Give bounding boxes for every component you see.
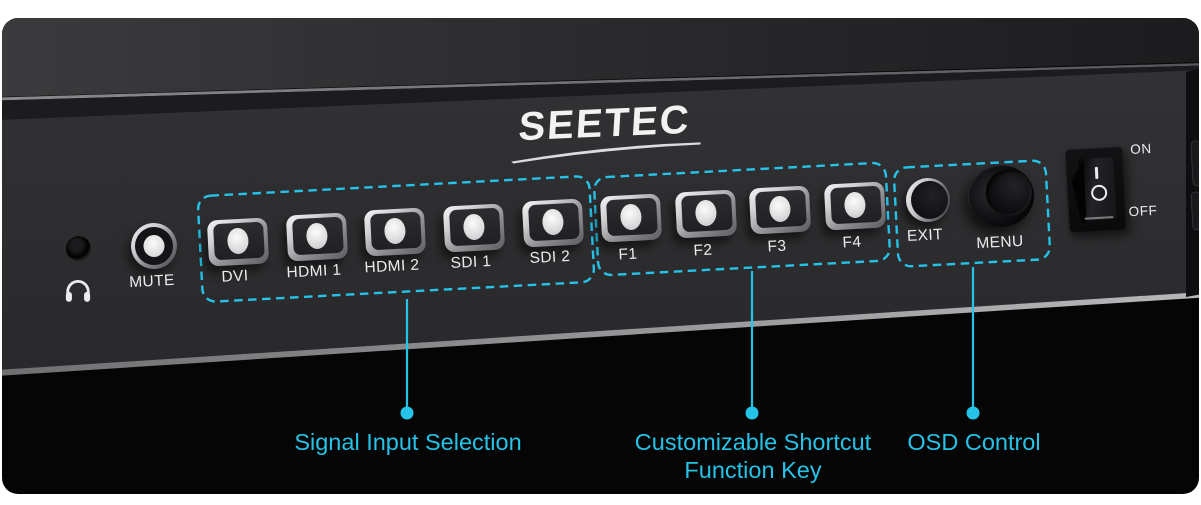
signal-callout-dot [400, 406, 414, 420]
function-button-label: F1 [618, 245, 638, 264]
signal-button-sdi-1[interactable] [442, 203, 506, 253]
signal-button-label: SDI 2 [528, 247, 571, 267]
function-button-f3[interactable] [749, 185, 812, 235]
headphone-jack[interactable] [66, 236, 91, 261]
signal-button-hdmi-2[interactable] [364, 207, 427, 257]
osd-control-annotation: OSD Control [907, 429, 1041, 455]
signal-button-label: HDMI 1 [285, 261, 342, 282]
monitor-top-surface [2, 18, 1199, 97]
top-chamfer [2, 65, 1199, 120]
function-key-annotation-line2: Function Key [684, 457, 822, 483]
signal-button-dvi[interactable] [206, 217, 270, 267]
product-photo: SEETEC MUTE EXIT MENU ON OFF [2, 18, 1199, 494]
signal-button-hdmi-1[interactable] [285, 212, 348, 262]
function-button-label: F3 [767, 237, 788, 256]
side-port-slot [1190, 191, 1199, 231]
bottom-edge-highlight [2, 292, 1199, 376]
osd-callout-dot [966, 406, 980, 420]
function-key-group-outline [593, 161, 891, 277]
osd-control-group-outline [892, 159, 1051, 268]
function-button-f4[interactable] [823, 181, 887, 231]
function-button-label: F4 [842, 233, 862, 252]
function-key-annotation-line1: Customizable Shortcut [634, 429, 872, 455]
function-button-f2[interactable] [674, 189, 737, 239]
function-callout-dot [745, 406, 759, 420]
signal-input-group-outline [196, 175, 596, 303]
side-port-slot [1190, 140, 1199, 187]
function-button-label: F2 [692, 241, 713, 260]
function-button-f1[interactable] [599, 193, 663, 243]
signal-button-label: DVI [221, 267, 249, 286]
signal-input-annotation: Signal Input Selection [294, 429, 522, 455]
annotation-overlay [196, 159, 1051, 420]
function-key-annotation: Customizable Shortcut Function Key [635, 428, 871, 484]
panel-right-edge [1186, 68, 1199, 297]
signal-button-label: HDMI 2 [364, 256, 421, 277]
signal-button-label: SDI 1 [450, 252, 492, 272]
signal-button-sdi-2[interactable] [521, 198, 584, 248]
top-bevel-highlight [2, 63, 1199, 101]
headphones-icon [65, 280, 91, 302]
